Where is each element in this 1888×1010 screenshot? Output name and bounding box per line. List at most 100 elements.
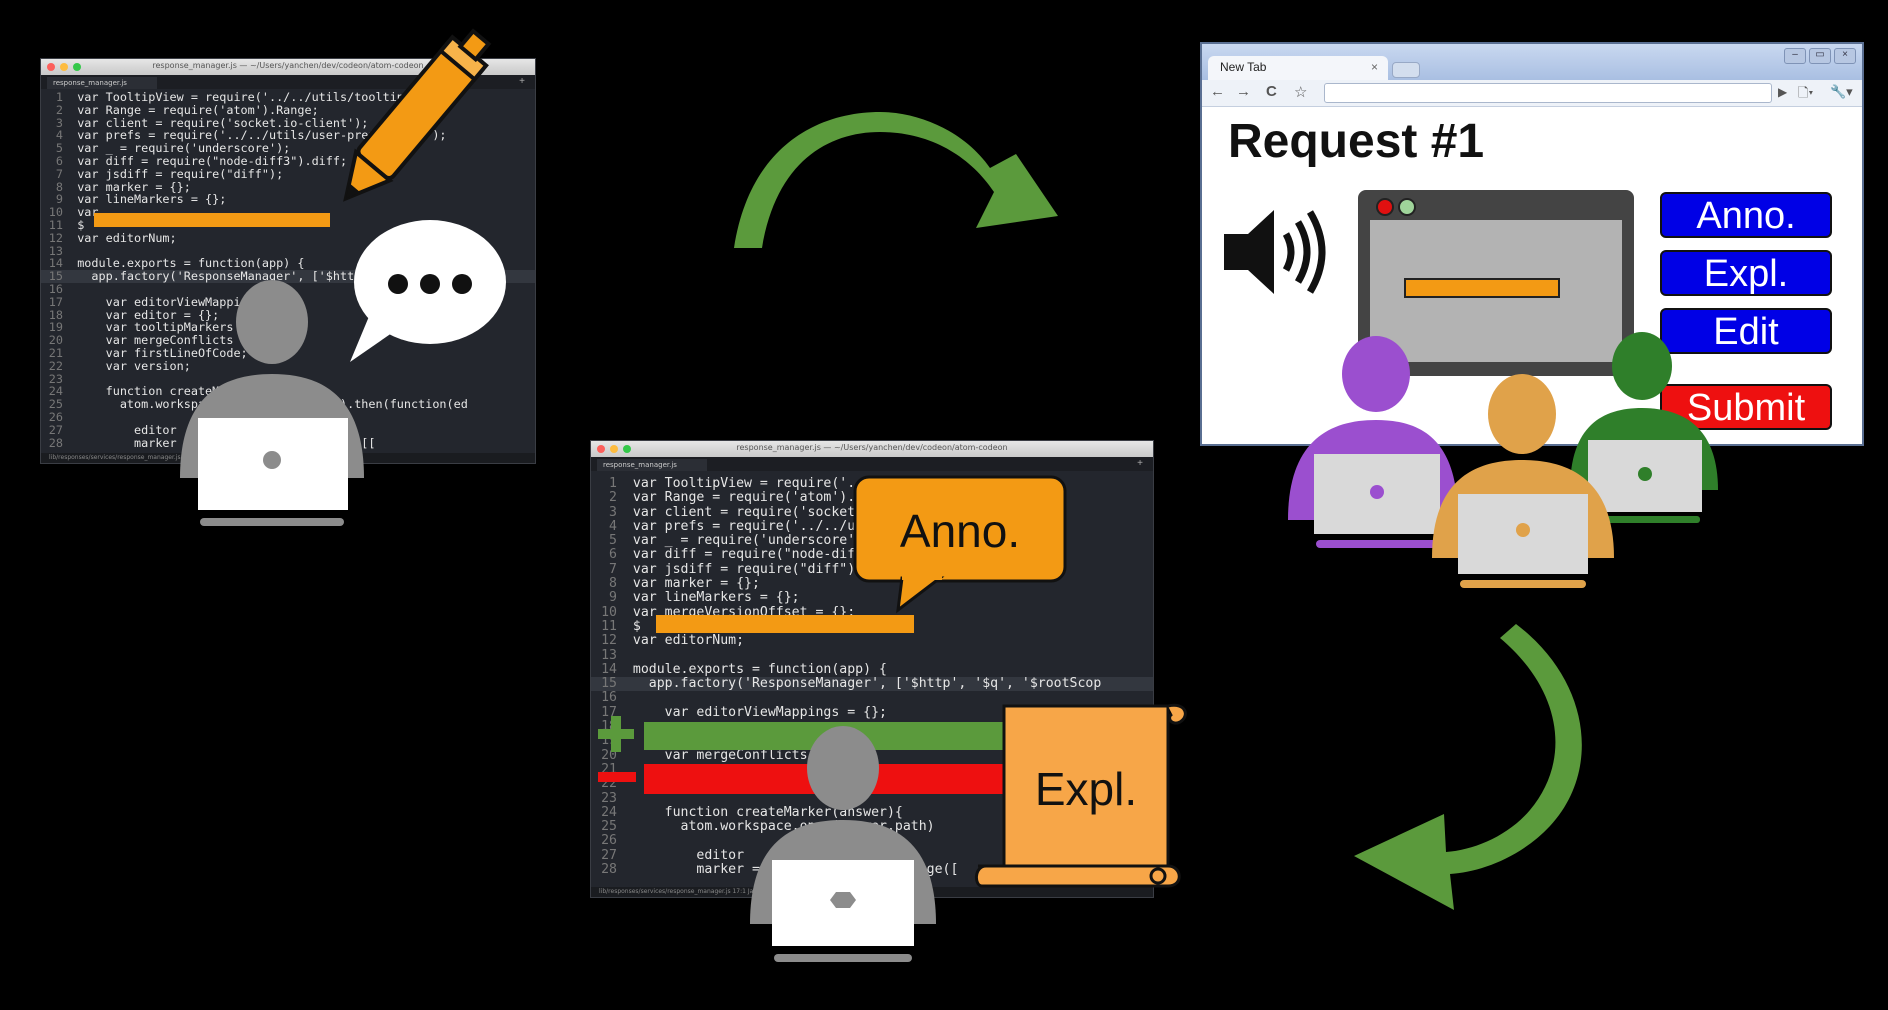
zoom-window-icon[interactable] (623, 445, 631, 453)
code-line[interactable]: 3 var client = require('socket.io-client… (41, 116, 535, 130)
minimize-window-icon[interactable] (60, 63, 68, 71)
annotation-bubble-label: Anno. (899, 505, 1021, 557)
browser-tab[interactable]: New Tab × (1208, 56, 1388, 80)
editor-titlebar: response_manager.js — ~/Users/yanchen/de… (591, 441, 1153, 457)
maximize-icon[interactable]: ▭ (1809, 48, 1831, 64)
forward-icon[interactable]: → (1236, 83, 1251, 100)
code-line[interactable]: 27 editor (591, 847, 1153, 863)
close-window-icon[interactable] (597, 445, 605, 453)
code-line[interactable]: 11 $ (41, 219, 535, 232)
editor-tab[interactable]: response_manager.js (47, 77, 157, 89)
code-line[interactable]: 16 (41, 283, 535, 296)
code-line[interactable]: 9 var lineMarkers = {}; (41, 193, 535, 206)
line-number: 19 (48, 320, 63, 335)
code-line[interactable]: 24 function createMarker(answer){ (591, 805, 1153, 820)
code-line[interactable]: 26 (591, 834, 1153, 849)
code-line[interactable]: 14 module.exports = function(app) { (591, 661, 1153, 677)
code-line[interactable]: 21 var firstLineOfCode; (41, 347, 535, 360)
editor-title: response_manager.js — ~/Users/yanchen/de… (152, 61, 424, 70)
go-icon[interactable]: ▶ (1778, 85, 1788, 99)
anno-button[interactable]: Anno. (1660, 192, 1832, 238)
code-line[interactable]: 16 (591, 690, 1153, 706)
reload-icon[interactable]: C (1266, 83, 1277, 100)
wrench-menu-icon[interactable]: 🔧▾ (1830, 84, 1853, 99)
code-line[interactable]: 17 var editorViewMappings = {}; (591, 704, 1153, 720)
green-dot-icon (1398, 198, 1416, 216)
line-number: 15 (601, 676, 617, 692)
code-text: var editorNum; (617, 633, 745, 649)
code-line[interactable]: 6 var diff = require("node-diff3").diff; (41, 155, 535, 168)
code-line[interactable]: 13 (591, 648, 1153, 663)
code-line[interactable]: 15 app.factory('ResponseManager', ['$htt… (591, 676, 1153, 692)
line-number: 8 (55, 179, 63, 194)
code-line[interactable]: 2 var Range = require('atom').Range; (41, 103, 535, 117)
code-line[interactable]: 10 var (41, 206, 535, 219)
line-number: 9 (55, 192, 63, 207)
new-tab-icon[interactable]: + (519, 76, 525, 87)
code-line[interactable]: 8 var marker = {}; (41, 179, 535, 194)
code-line[interactable]: 7 var jsdiff = require("diff"); (591, 562, 1153, 577)
zoom-window-icon[interactable] (73, 63, 81, 71)
bookmark-star-icon[interactable]: ☆ (1294, 84, 1308, 101)
code-text: module.exports = function(app) { (63, 256, 305, 271)
pencil-icon (343, 28, 492, 202)
code-line[interactable]: 1 var TooltipView = require('../../utils… (41, 91, 535, 104)
page-menu-icon[interactable]: 🗋▾ (1798, 85, 1814, 100)
crowd-worker-tan-icon (1432, 374, 1614, 588)
expl-button[interactable]: Expl. (1660, 250, 1832, 296)
code-text: var marker = {}; (63, 179, 191, 194)
close-icon[interactable]: × (1834, 48, 1856, 64)
code-text (617, 690, 633, 705)
code-text: editor (63, 422, 177, 437)
code-line[interactable]: 11 $ (591, 619, 1153, 634)
code-line[interactable]: 12 var editorNum; (591, 633, 1153, 649)
address-bar[interactable] (1324, 83, 1772, 103)
editor-title: response_manager.js — ~/Users/yanchen/de… (736, 443, 1008, 452)
highlight-bar (656, 615, 914, 633)
code-line[interactable]: 23 (41, 372, 535, 386)
code-text: var jsdiff = require("diff"); (63, 166, 284, 181)
code-text: var editorViewMappings = {}; (617, 704, 887, 720)
new-tab-icon[interactable]: + (1137, 458, 1143, 469)
developer-person-icon (180, 280, 364, 526)
line-number: 16 (601, 690, 617, 706)
code-line[interactable]: 5 var _ = require('underscore'); (591, 533, 1153, 549)
code-line[interactable]: 13 (41, 243, 535, 258)
minimize-window-icon[interactable] (610, 445, 618, 453)
code-line[interactable]: 26 (41, 411, 535, 424)
edit-button[interactable]: Edit (1660, 308, 1832, 354)
code-line[interactable]: 18 var editor = {}; (41, 307, 535, 322)
code-text: var firstLineOfCode; (63, 345, 248, 360)
code-line[interactable]: 23 (591, 791, 1153, 806)
code-line[interactable]: 8 var marker = {}; (591, 576, 1153, 591)
line-number: 17 (48, 294, 63, 309)
code-line[interactable]: 5 var _ = require('underscore'); (41, 142, 535, 155)
close-window-icon[interactable] (47, 63, 55, 71)
code-line[interactable]: 12 var editorNum; (41, 231, 535, 245)
browser-titlebar: New Tab × – ▭ × (1202, 44, 1862, 80)
line-number: 15 (48, 269, 63, 284)
speaker-icon[interactable] (1220, 204, 1332, 300)
code-line[interactable]: 22 var version; (41, 359, 535, 373)
code-line[interactable]: 9 var lineMarkers = {}; (591, 591, 1153, 606)
line-number: 13 (48, 243, 63, 258)
line-number: 21 (48, 345, 63, 360)
browser-tab-label: New Tab (1220, 60, 1267, 74)
line-number: 27 (48, 422, 63, 437)
code-line[interactable]: 14 module.exports = function(app) { (41, 257, 535, 270)
line-number: 1 (609, 476, 617, 491)
minimize-icon[interactable]: – (1784, 48, 1806, 64)
code-text: app.factory('ResponseManager', ['$http',… (617, 676, 1102, 692)
back-icon[interactable]: ← (1210, 83, 1225, 100)
code-line[interactable]: 27 editor (41, 422, 535, 437)
code-text: var _ = require('underscore'); (617, 533, 872, 549)
new-tab-button[interactable] (1392, 62, 1420, 78)
line-number: 18 (48, 307, 63, 322)
code-text: var _ = require('underscore'); (63, 141, 291, 156)
code-line[interactable]: 7 var jsdiff = require("diff"); (41, 166, 535, 181)
code-text: editor (617, 847, 745, 863)
close-tab-icon[interactable]: × (1370, 60, 1378, 74)
code-text: module.exports = function(app) { (617, 661, 887, 677)
highlight-bar (94, 213, 330, 227)
editor-tab[interactable]: response_manager.js (597, 459, 707, 471)
